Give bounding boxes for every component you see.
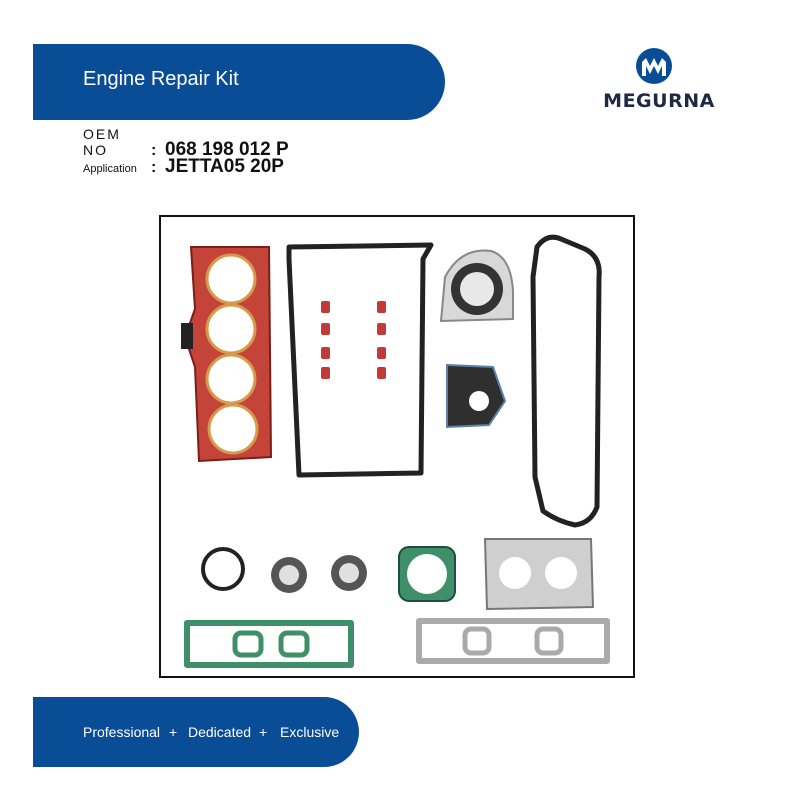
header-banner: Engine Repair Kit (33, 44, 445, 120)
slogan-separator: + (259, 724, 268, 740)
slogan-professional: Professional (83, 724, 161, 740)
exhaust-flange-gasket (483, 538, 595, 611)
page-title: Engine Repair Kit (83, 68, 239, 90)
valve-cover-gasket (530, 234, 602, 528)
valve-stem-seals (321, 301, 386, 379)
crankshaft-rear-seal (439, 249, 514, 323)
throttle-body-gasket (398, 546, 456, 602)
slogan-separator: + (169, 724, 178, 740)
oil-seal (271, 555, 367, 593)
exhaust-manifold-gasket (416, 618, 610, 664)
flange-gasket (446, 363, 507, 429)
cylinder-head-gasket (181, 246, 273, 463)
o-ring (201, 547, 245, 591)
slogan-exclusive: Exclusive (280, 724, 340, 740)
oem-colon: : (151, 142, 157, 159)
application-value: JETTA05 20P (165, 156, 284, 177)
brand-logo: MEGURNA (594, 44, 724, 114)
gasket-kit-illustration (181, 234, 610, 668)
application-colon: : (151, 159, 157, 176)
application-label: Application (83, 163, 137, 175)
footer-banner: Professional + Dedicated + Exclusive (33, 697, 359, 767)
brand-name: MEGURNA (603, 90, 715, 112)
product-image-frame (159, 215, 635, 678)
slogan-dedicated: Dedicated (188, 724, 252, 740)
oem-value: 068 198 012 P (165, 139, 289, 160)
intake-manifold-gasket (184, 620, 354, 668)
oem-label: OEM NO (83, 126, 121, 158)
application-row: Application: JETTA05 20P (83, 156, 284, 178)
oil-pan-gasket (286, 242, 434, 478)
megurna-logo-icon (636, 48, 672, 84)
oem-row: OEM NO:068 198 012 P (83, 126, 289, 161)
